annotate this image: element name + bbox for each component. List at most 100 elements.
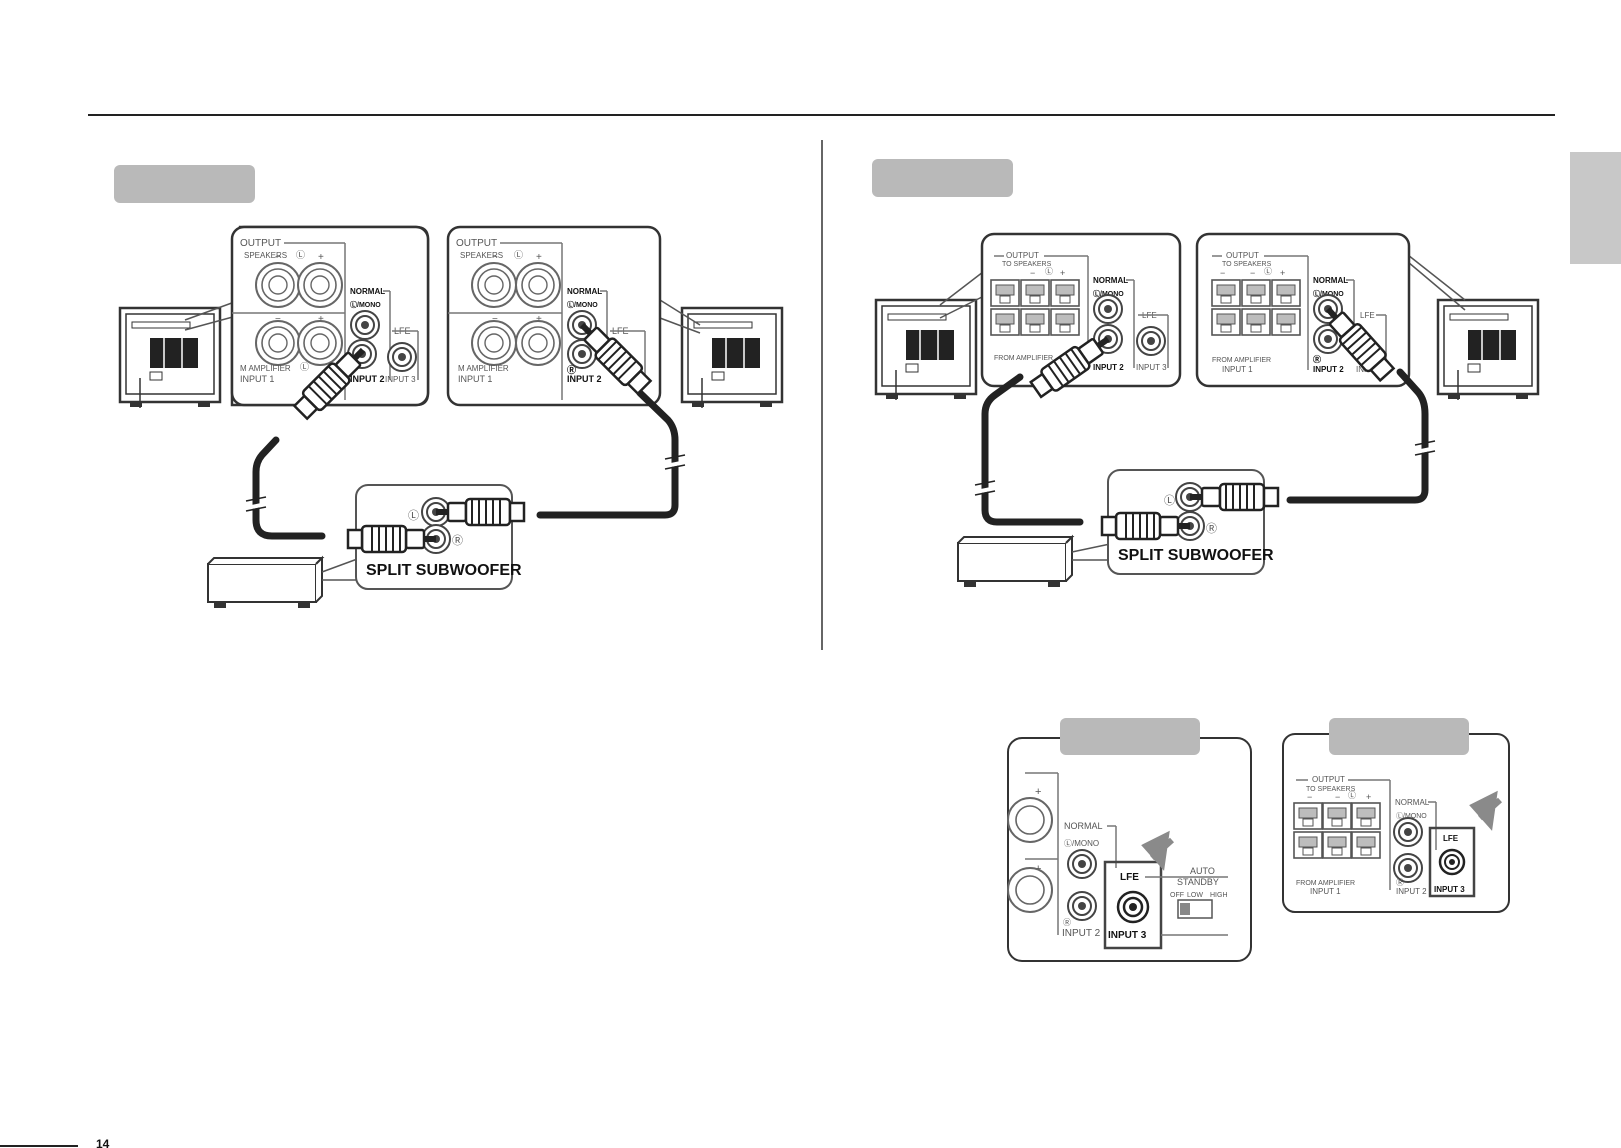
rca-jack — [1067, 849, 1097, 879]
svg-text:NORMAL: NORMAL — [567, 287, 602, 296]
svg-text:NORMAL: NORMAL — [1395, 798, 1430, 807]
svg-text:Ⓡ: Ⓡ — [1063, 918, 1071, 927]
svg-text:SPEAKERS: SPEAKERS — [460, 251, 503, 260]
svg-text:Ⓛ/MONO: Ⓛ/MONO — [350, 300, 381, 309]
svg-text:−: − — [1250, 268, 1255, 278]
speaker-terminal-icon — [255, 320, 301, 366]
speaker-terminal-icon — [1241, 279, 1271, 307]
detail-panel-a: + + NORMAL Ⓛ/MONO Ⓡ INPUT 2 LFE INPUT 3 … — [1007, 718, 1252, 962]
speaker-terminal-icon — [297, 320, 343, 366]
svg-text:OUTPUT: OUTPUT — [1006, 251, 1039, 260]
subwoofer-icon — [1436, 298, 1540, 402]
svg-text:−: − — [1307, 792, 1312, 802]
svg-text:M AMPLIFIER: M AMPLIFIER — [240, 364, 291, 373]
svg-text:INPUT 2: INPUT 2 — [567, 374, 602, 384]
svg-text:FROM AMPLIFIER: FROM AMPLIFIER — [1212, 357, 1271, 364]
speaker-terminal-icon — [515, 320, 561, 366]
speaker-terminal-icon — [471, 262, 517, 308]
speaker-terminal-icon — [990, 308, 1020, 336]
speaker-terminal-icon — [471, 320, 517, 366]
speaker-terminal-icon — [1050, 279, 1080, 307]
side-tab — [1570, 152, 1621, 264]
svg-text:Ⓛ: Ⓛ — [296, 250, 305, 260]
svg-text:INPUT 3: INPUT 3 — [1136, 363, 1167, 372]
svg-text:INPUT 1: INPUT 1 — [1222, 365, 1253, 374]
speaker-terminal-icon — [1322, 831, 1352, 859]
svg-text:−: − — [1335, 792, 1340, 802]
tab-b — [872, 159, 1013, 197]
svg-text:−: − — [1030, 268, 1035, 278]
svg-text:INPUT 2: INPUT 2 — [1093, 363, 1124, 372]
speaker-terminal-icon — [1241, 308, 1271, 336]
speaker-terminal-icon — [1351, 802, 1381, 830]
speaker-terminal-icon — [1020, 308, 1050, 336]
svg-text:NORMAL: NORMAL — [1093, 276, 1128, 285]
svg-text:FROM AMPLIFIER: FROM AMPLIFIER — [1296, 880, 1355, 887]
svg-text:−: − — [275, 314, 281, 325]
speaker-terminal-icon — [1020, 279, 1050, 307]
svg-text:+: + — [318, 252, 324, 263]
svg-text:INP: INP — [1356, 365, 1369, 374]
rca-plug-icon — [1100, 511, 1192, 541]
svg-text:Ⓛ/MONO: Ⓛ/MONO — [1064, 839, 1099, 848]
svg-text:Ⓡ: Ⓡ — [1396, 878, 1404, 887]
speaker-terminal-icon — [1293, 831, 1323, 859]
speaker-terminal-icon — [1293, 802, 1323, 830]
diagram-a: OUTPUT SPEAKERS − Ⓛ + − + M AMPLIFIER Ⓛ … — [118, 225, 784, 609]
svg-text:+: + — [536, 314, 542, 325]
svg-text:HIGH: HIGH — [1210, 892, 1228, 899]
svg-text:−: − — [492, 252, 498, 263]
svg-text:Ⓡ: Ⓡ — [567, 364, 576, 375]
speaker-terminal-icon — [1351, 831, 1381, 859]
amplifier-icon — [207, 557, 323, 609]
svg-text:Ⓛ: Ⓛ — [514, 250, 523, 260]
speaker-terminal-icon — [1271, 279, 1301, 307]
svg-text:LFE: LFE — [1443, 834, 1459, 843]
svg-text:INPUT 2: INPUT 2 — [350, 374, 385, 384]
svg-text:INPUT 3: INPUT 3 — [1434, 885, 1465, 894]
svg-text:NORMAL: NORMAL — [1064, 821, 1103, 831]
svg-text:INPUT 2: INPUT 2 — [1062, 928, 1101, 939]
svg-text:TO SPEAKERS: TO SPEAKERS — [1306, 786, 1356, 793]
subwoofer-icon — [874, 298, 978, 402]
svg-text:OUTPUT: OUTPUT — [1312, 775, 1345, 784]
svg-text:OFF: OFF — [1170, 892, 1184, 899]
svg-text:+: + — [1280, 268, 1285, 278]
subwoofer-icon — [118, 306, 222, 410]
svg-text:INPUT 3: INPUT 3 — [385, 375, 416, 384]
svg-text:LFE: LFE — [1360, 311, 1375, 320]
rca-jack — [350, 310, 380, 340]
svg-text:SPLIT SUBWOOFER: SPLIT SUBWOOFER — [366, 562, 522, 579]
rca-jack — [1393, 817, 1423, 847]
svg-text:OUTPUT: OUTPUT — [1226, 251, 1259, 260]
rca-plug-icon — [434, 497, 526, 527]
svg-text:Ⓡ: Ⓡ — [1206, 522, 1217, 535]
rca-jack — [387, 342, 417, 372]
speaker-terminal-icon — [1322, 802, 1352, 830]
svg-text:M AMPLIFIER: M AMPLIFIER — [458, 364, 509, 373]
svg-text:TO SPEAKERS: TO SPEAKERS — [1222, 261, 1272, 268]
detail-panel-b: OUTPUT TO SPEAKERS − − Ⓛ + FROM AMPLIFIE… — [1282, 718, 1510, 913]
svg-text:Ⓛ: Ⓛ — [408, 509, 419, 522]
svg-text:Ⓛ: Ⓛ — [1264, 267, 1272, 276]
speaker-terminal-icon — [990, 279, 1020, 307]
page-number: 14 — [96, 1137, 110, 1148]
speaker-terminal-icon — [1211, 308, 1241, 336]
svg-text:Ⓡ: Ⓡ — [1313, 354, 1321, 364]
speaker-terminal-icon — [515, 262, 561, 308]
svg-text:Ⓛ/MONO: Ⓛ/MONO — [1313, 289, 1344, 298]
rca-jack — [1093, 294, 1123, 324]
svg-text:OUTPUT: OUTPUT — [456, 238, 497, 249]
svg-text:AUTO: AUTO — [1190, 866, 1215, 876]
arrow-icon — [1141, 830, 1175, 871]
svg-text:STANDBY: STANDBY — [1177, 877, 1219, 887]
svg-text:OUTPUT: OUTPUT — [240, 238, 281, 249]
svg-text:Ⓛ/MONO: Ⓛ/MONO — [1396, 812, 1427, 820]
svg-text:+: + — [1060, 268, 1065, 278]
rca-plug-icon — [1188, 482, 1280, 512]
rca-jack — [1136, 326, 1166, 356]
svg-text:INPUT 3: INPUT 3 — [1108, 930, 1147, 941]
diagram-b: OUTPUT TO SPEAKERS − Ⓛ + FROM AMPLIFIER … — [874, 232, 1540, 588]
svg-text:NORMAL: NORMAL — [350, 287, 385, 296]
